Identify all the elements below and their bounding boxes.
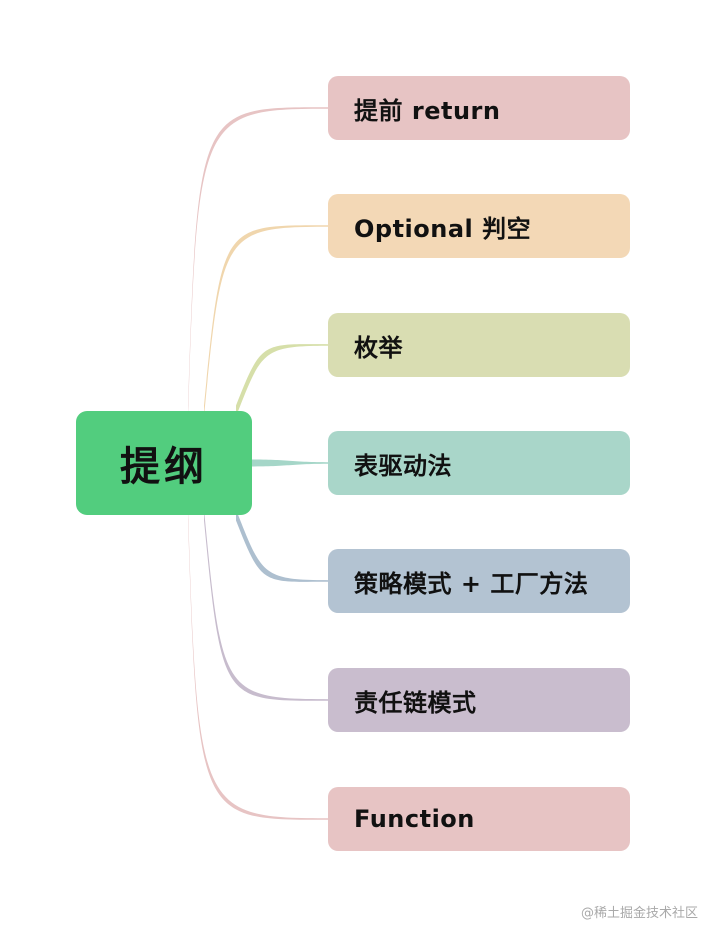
root-node[interactable]: 提纲	[76, 411, 252, 515]
connector-line-1	[204, 225, 330, 417]
connector-line-3	[252, 459, 330, 467]
branch-node-table-driven[interactable]: 表驱动法	[328, 431, 630, 495]
branch-node-function[interactable]: Function	[328, 787, 630, 851]
connector-line-5	[204, 509, 330, 701]
branch-node-early-return[interactable]: 提前 return	[328, 76, 630, 140]
connector-line-6	[188, 509, 330, 820]
branch-node-optional[interactable]: Optional 判空	[328, 194, 630, 258]
branch-node-chain-of-responsibility[interactable]: 责任链模式	[328, 668, 630, 732]
connector-lines	[188, 107, 330, 820]
connector-line-2	[236, 344, 330, 417]
connector-line-4	[236, 509, 330, 582]
watermark: @稀土掘金技术社区	[580, 906, 698, 921]
connector-line-0	[188, 107, 330, 417]
branch-node-enum[interactable]: 枚举	[328, 313, 630, 377]
branch-node-strategy-factory[interactable]: 策略模式 + 工厂方法	[328, 549, 630, 613]
